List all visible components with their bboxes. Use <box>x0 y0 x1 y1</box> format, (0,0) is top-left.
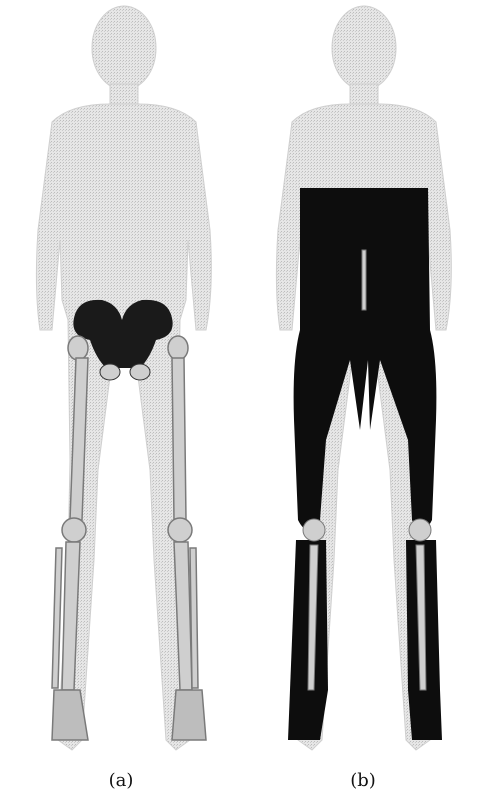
panel-b-caption: (b) <box>242 770 484 791</box>
muscle-illustration <box>242 0 484 770</box>
panel-b-muscle <box>242 0 484 770</box>
skeleton-illustration <box>0 0 242 770</box>
panel-a-skeleton <box>0 0 242 770</box>
panel-a-caption: (a) <box>0 770 242 791</box>
